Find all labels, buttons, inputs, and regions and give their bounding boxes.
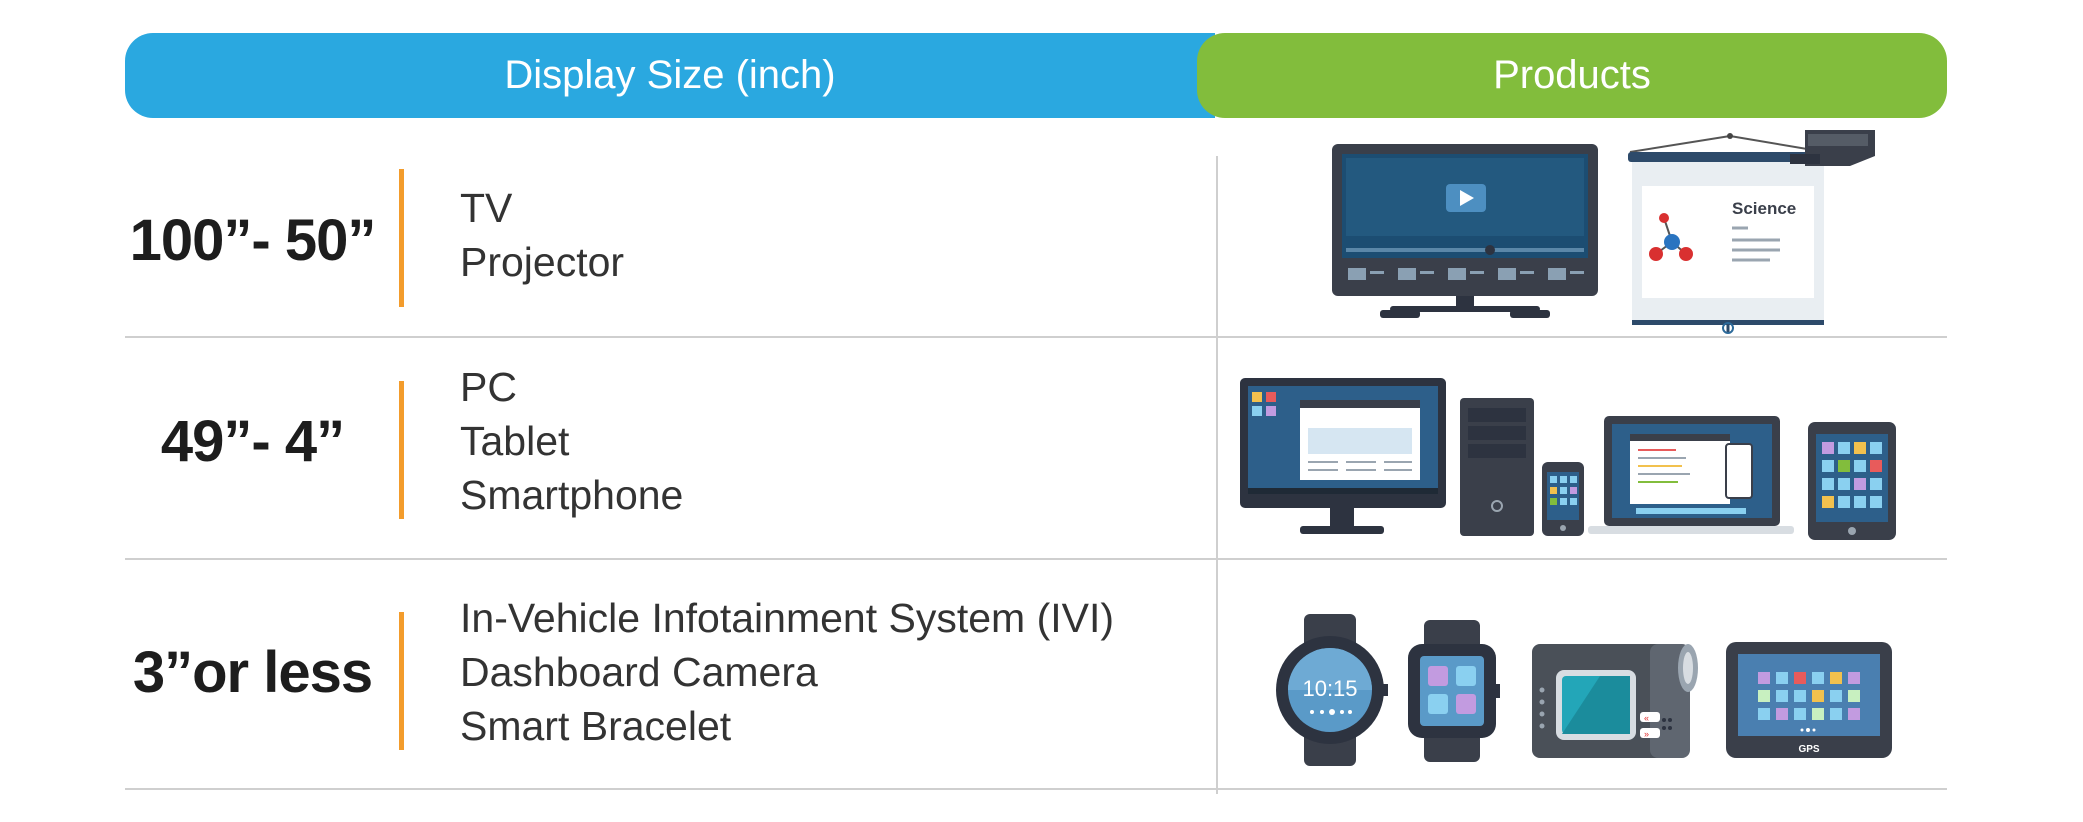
power-icon xyxy=(1491,500,1503,512)
accent-bar xyxy=(399,612,404,750)
smartwatch-round-illustration: 10:15 xyxy=(1276,614,1388,766)
product-name: PC xyxy=(460,364,517,410)
projector-slide-title: Science xyxy=(1732,199,1796,218)
products-header: Products xyxy=(1197,33,1947,118)
projector-screen-illustration: Science xyxy=(1628,130,1875,334)
desktop-monitor-illustration xyxy=(1240,378,1446,534)
product-name: Smart Bracelet xyxy=(460,703,732,749)
product-list: In-Vehicle Infotainment System (IVI) Das… xyxy=(460,591,1114,753)
accent-bar xyxy=(399,169,404,307)
display-size-header: Display Size (inch) xyxy=(125,33,1215,118)
table-header: Display Size (inch) Products xyxy=(125,33,1947,118)
dashboard-camera-illustration: « » xyxy=(1532,644,1698,758)
column-divider xyxy=(1216,156,1218,794)
product-list: TV Projector xyxy=(460,181,624,289)
product-name: Tablet xyxy=(460,418,570,464)
accent-bar xyxy=(399,381,404,519)
laptop-illustration xyxy=(1588,416,1794,534)
row-divider xyxy=(125,788,1947,790)
row-divider xyxy=(125,336,1947,338)
watch-time: 10:15 xyxy=(1302,676,1357,701)
size-range-label: 100”- 50” xyxy=(129,208,377,273)
product-name: Projector xyxy=(460,239,625,285)
smartphone-illustration xyxy=(1542,462,1584,536)
gps-label: GPS xyxy=(1798,744,1819,755)
pc-tower-illustration xyxy=(1460,398,1534,536)
rewind-icon: « xyxy=(1644,713,1649,723)
product-name: In-Vehicle Infotainment System (IVI) xyxy=(460,595,1114,641)
gps-navigator-illustration: GPS xyxy=(1726,642,1892,758)
row-divider xyxy=(125,558,1947,560)
size-range-label: 49”- 4” xyxy=(160,409,345,474)
product-name: Smartphone xyxy=(460,472,684,518)
product-list: PC Tablet Smartphone xyxy=(460,360,683,522)
tv-illustration xyxy=(1332,144,1598,318)
size-range-label: 3”or less xyxy=(132,640,373,705)
product-name: Dashboard Camera xyxy=(460,649,818,695)
forward-icon: » xyxy=(1644,729,1649,739)
product-name: TV xyxy=(460,185,513,231)
smartwatch-square-illustration xyxy=(1408,620,1500,762)
tablet-illustration xyxy=(1808,422,1896,540)
